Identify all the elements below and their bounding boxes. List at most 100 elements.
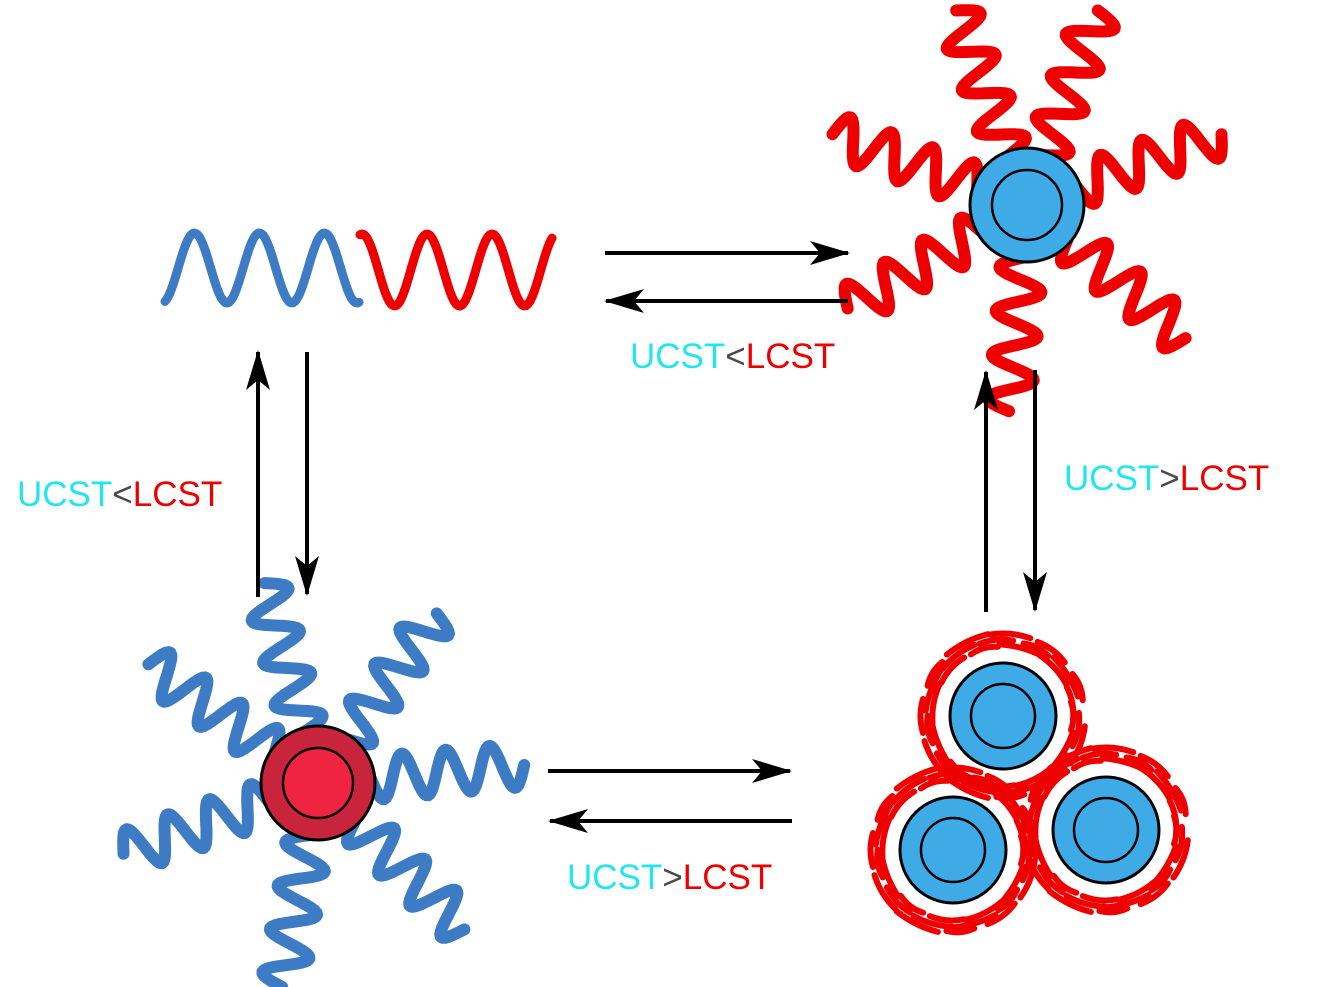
collapsed-corona-segment: [1137, 880, 1171, 908]
aggregated-micelles: [867, 630, 1191, 936]
collapsed-corona-segment: [888, 788, 918, 820]
collapsed-corona-segment: [943, 925, 978, 936]
collapsed-corona-segment: [1139, 766, 1173, 802]
collapsed-corona-segment: [1000, 788, 1031, 834]
label-left: UCST<LCST: [17, 475, 222, 514]
collapsed-corona-segment: [987, 630, 1034, 642]
collapsed-corona-segment: [1025, 778, 1049, 828]
collapsed-corona-segment: [874, 846, 886, 881]
corona-arm: [1029, 4, 1121, 162]
equilibrium-arrows: [246, 241, 1047, 833]
label-top: UCST<LCST: [630, 337, 835, 376]
collapsed-corona-segment: [938, 654, 968, 686]
corona-arm: [142, 646, 286, 759]
collapsed-corona-segment: [1034, 638, 1068, 666]
collapsed-corona-segment: [984, 900, 1018, 928]
collapsed-corona-segment: [986, 786, 1020, 822]
collapsed-corona-segment: [984, 772, 1018, 800]
aggregate-core-inner: [969, 682, 1037, 750]
collapsed-corona-segment: [1096, 905, 1131, 916]
collapsed-corona-segment: [1036, 652, 1070, 688]
collapsed-corona-segment: [926, 913, 967, 924]
collapsed-corona-segment: [1166, 797, 1180, 838]
collapsed-corona-segment: [962, 899, 1005, 923]
collapsed-corona-segment: [1170, 837, 1191, 881]
collapsed-corona-segment: [1090, 744, 1137, 756]
collapsed-corona-segment: [922, 664, 946, 714]
collapsed-corona-segment: [1046, 745, 1094, 772]
label-bottom: UCST>LCST: [567, 858, 772, 897]
corona-arm: [342, 607, 455, 751]
collapsed-corona-segment: [897, 892, 927, 916]
diblock-copolymer: [160, 228, 557, 311]
corona-arm: [826, 111, 984, 203]
micelle-core-inner: [281, 746, 355, 820]
collapsed-corona-segment: [1172, 823, 1186, 864]
micelle-core-inner: [990, 168, 1064, 242]
collapsed-corona-segment: [1041, 768, 1071, 800]
collapsed-corona-segment: [874, 793, 896, 823]
corona-arm: [256, 829, 331, 987]
collapsed-corona-segment: [893, 908, 941, 935]
collapsed-corona-segment: [939, 641, 978, 672]
lcst-block-chain: [355, 229, 557, 311]
micelle-ucst-corona: [117, 577, 531, 987]
collapsed-corona-segment: [893, 765, 941, 792]
collapsed-corona-segment: [967, 643, 1001, 658]
corona-arm: [117, 778, 275, 870]
corona-arm: [364, 739, 531, 806]
collapsed-corona-segment: [995, 886, 1021, 914]
collapsed-corona-segment: [1115, 879, 1158, 903]
collapsed-corona-segment: [1070, 757, 1104, 772]
collapsed-corona-segment: [1079, 750, 1120, 761]
collapsed-corona-segment: [1123, 754, 1155, 773]
collapsed-corona-segment: [1027, 826, 1039, 861]
collapsed-corona-segment: [1042, 755, 1081, 786]
collapsed-corona-segment: [917, 777, 951, 792]
corona-arm: [1070, 118, 1228, 210]
collapsed-corona-segment: [1063, 683, 1077, 724]
collapsed-corona-segment: [883, 884, 913, 916]
ucst-block-chain: [160, 228, 364, 308]
collapsed-corona-segment: [879, 814, 893, 861]
aggregate-core-inner: [1072, 796, 1140, 864]
collapsed-corona-segment: [943, 631, 991, 658]
collapsed-corona-segment: [1036, 864, 1066, 896]
collapsed-corona-segment: [948, 911, 999, 931]
collapsed-corona-segment: [1063, 892, 1108, 910]
collapsed-corona-segment: [970, 774, 1002, 793]
corona-arm: [940, 4, 1032, 162]
collapsed-corona-segment: [1101, 891, 1152, 911]
label-right: UCST>LCST: [1064, 459, 1269, 498]
collapsed-corona-segment: [929, 680, 943, 727]
collapsed-corona-segment: [1027, 773, 1049, 803]
aggregate-core-inner: [919, 816, 987, 884]
micelle-lcst-corona: [826, 4, 1228, 418]
corona-arm: [245, 577, 329, 738]
collapsed-corona-segment: [1032, 794, 1046, 841]
collapsed-corona-segment: [1020, 640, 1052, 659]
collapsed-corona-segment: [1024, 852, 1052, 893]
collapsed-corona-segment: [871, 872, 899, 913]
corona-arm: [838, 211, 988, 318]
collapsed-corona-segment: [889, 775, 928, 806]
collapsed-corona-segment: [1172, 785, 1189, 818]
collapsed-corona-segment: [937, 764, 984, 776]
collapsed-corona-segment: [1079, 893, 1120, 904]
collapsed-corona-segment: [1046, 888, 1094, 915]
collapsed-corona-segment: [976, 636, 1017, 647]
collapsed-corona-segment: [924, 712, 936, 747]
collapsed-corona-segment: [926, 770, 967, 781]
collapsed-corona-segment: [867, 830, 876, 870]
collapsed-corona-segment: [1050, 872, 1080, 896]
corona-arm: [1054, 233, 1192, 355]
collapsed-corona-segment: [872, 798, 896, 848]
collapsed-corona-segment: [1153, 768, 1184, 814]
collapsed-corona-segment: [1148, 866, 1174, 894]
collapsed-corona-segment: [1137, 752, 1171, 780]
collapsed-corona-segment: [1020, 810, 1029, 850]
collapsed-corona-segment: [910, 912, 955, 930]
collapsed-corona-segment: [1050, 654, 1081, 700]
collapsed-corona-segment: [924, 659, 946, 689]
